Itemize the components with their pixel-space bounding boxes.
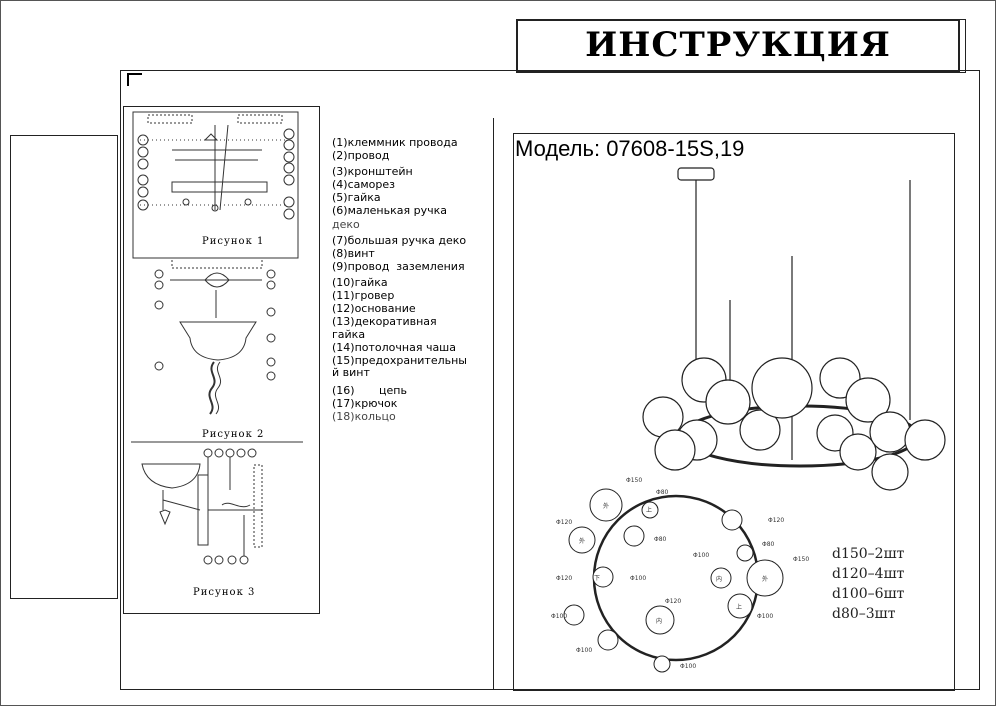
part-item: (18)кольцо (332, 410, 396, 424)
part-item: (1)клеммник провода (332, 136, 458, 149)
bulb-counts: d150–2шт d120–4шт d100–6шт d80–3шт (832, 544, 904, 624)
part-item: (10)гайка (332, 276, 388, 290)
svg-text:Φ150: Φ150 (793, 556, 809, 563)
part-item: (5)гайка (332, 190, 381, 204)
main-frame (120, 70, 980, 690)
figure-2-drawing (154, 257, 276, 415)
svg-text:Φ80: Φ80 (656, 489, 669, 496)
count-d80: d80–3шт (832, 606, 896, 622)
svg-text:Φ100: Φ100 (693, 552, 709, 559)
part-item: гайка (332, 327, 366, 341)
part-item: (8)винт (332, 247, 375, 261)
part-item: (17)крючок (332, 397, 398, 411)
part-item: (14)потолочная чаша (332, 340, 456, 354)
svg-text:Φ100: Φ100 (630, 575, 646, 582)
svg-text:内: 内 (656, 617, 662, 625)
part-item: (4)саморез (332, 177, 395, 191)
count-d100: d100–6шт (832, 586, 905, 602)
svg-text:外: 外 (579, 537, 585, 545)
figures-column (123, 106, 320, 614)
svg-text:Φ120: Φ120 (556, 575, 572, 582)
part-item: (2)провод (332, 148, 390, 162)
figure-1-drawing (132, 111, 299, 259)
part-item: (7)большая ручка деко (332, 234, 467, 248)
svg-text:内: 内 (716, 575, 722, 583)
figure-3-caption: Рисунок 3 (193, 587, 256, 598)
svg-text:Φ100: Φ100 (551, 613, 567, 620)
svg-text:Φ120: Φ120 (556, 519, 572, 526)
chandelier-drawing (642, 167, 946, 491)
part-item: деко (332, 218, 360, 232)
part-item: (11)гровер (332, 288, 395, 302)
svg-text:Φ100: Φ100 (576, 647, 592, 654)
svg-text:Φ100: Φ100 (680, 663, 696, 670)
model-label: Модель: 07608-15S,19 (515, 136, 745, 161)
parts-list: (1)клеммник провода (2)провод (3)кронште… (332, 136, 467, 424)
svg-text:上: 上 (646, 506, 652, 514)
model-panel (513, 133, 955, 691)
left-blank-panel (10, 135, 118, 599)
svg-text:外: 外 (603, 502, 609, 510)
part-item: (13)декоративная (332, 314, 437, 328)
count-d120: d120–4шт (832, 566, 905, 582)
svg-text:下: 下 (594, 575, 600, 582)
svg-text:Φ100: Φ100 (757, 613, 773, 620)
part-item: (16) цепь (332, 384, 407, 398)
svg-text:外: 外 (762, 575, 768, 583)
part-item: (3)кронштейн (332, 164, 413, 178)
figure-1-caption: Рисунок 1 (202, 236, 265, 247)
svg-text:Φ150: Φ150 (626, 477, 642, 484)
page-title: ИНСТРУКЦИЯ (585, 25, 891, 65)
svg-text:上: 上 (736, 603, 742, 611)
figure-3-drawing (141, 448, 263, 565)
part-item: (12)основание (332, 301, 416, 315)
count-d150: d150–2шт (832, 546, 905, 562)
svg-text:Φ80: Φ80 (654, 536, 667, 543)
part-item: (9)провод заземления (332, 260, 465, 274)
svg-text:Φ120: Φ120 (665, 598, 681, 605)
title-box: ИНСТРУКЦИЯ (516, 19, 966, 73)
svg-text:Φ120: Φ120 (768, 517, 784, 524)
part-item: (6)маленькая ручка (332, 203, 447, 217)
column-divider (493, 118, 494, 690)
figure-2-caption: Рисунок 2 (202, 429, 265, 440)
diagram-labels: Φ150 Φ80 Φ120 Φ80 Φ120 Φ100 Φ100 Φ100 Φ1… (551, 477, 809, 670)
svg-text:Φ80: Φ80 (762, 541, 775, 548)
top-view-diagram (563, 488, 784, 673)
part-item: й винт (332, 366, 370, 380)
part-item: (15)предохранительны (332, 353, 467, 367)
